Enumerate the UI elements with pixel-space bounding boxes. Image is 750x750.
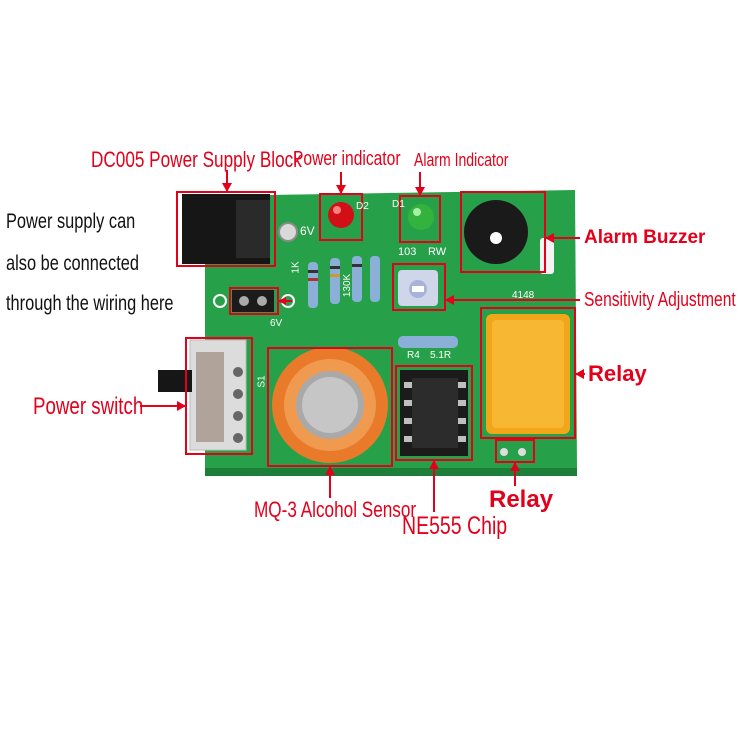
label-power-switch: Power switch bbox=[33, 393, 144, 420]
alarm-led bbox=[408, 204, 434, 230]
label-power-supply-note-1: Power supply can bbox=[6, 210, 136, 233]
silk-103: 103 bbox=[398, 246, 417, 258]
label-relay-bottom: Relay bbox=[489, 486, 554, 513]
power-led bbox=[328, 202, 354, 228]
label-sensitivity-adjustment: Sensitivity Adjustment bbox=[584, 289, 736, 311]
silk-6v: 6V bbox=[300, 224, 315, 238]
label-dc005-power-supply-block: DC005 Power Supply Block bbox=[91, 147, 302, 172]
label-relay-right: Relay bbox=[588, 361, 647, 386]
silk-d1: D1 bbox=[392, 199, 405, 210]
label-power-supply-note-2: also be connected bbox=[6, 252, 139, 275]
silk-r4: R4 bbox=[407, 350, 420, 361]
resistors bbox=[308, 256, 458, 348]
label-alarm-indicator: Alarm Indicator bbox=[414, 150, 509, 170]
silk-rw: RW bbox=[428, 246, 447, 258]
silk-r4-val: 5.1R bbox=[430, 350, 452, 361]
label-power-indicator: Power indicator bbox=[293, 148, 401, 170]
silk-4148: 4148 bbox=[512, 290, 535, 301]
label-mq3-alcohol-sensor: MQ-3 Alcohol Sensor bbox=[254, 497, 417, 522]
label-power-supply-note-3: through the wiring here bbox=[6, 292, 174, 315]
silk-1k: 1K bbox=[290, 261, 302, 274]
label-ne555-chip: NE555 Chip bbox=[402, 512, 508, 540]
silk-d2: D2 bbox=[356, 201, 369, 212]
arrow-heads bbox=[177, 183, 584, 475]
pcb-shadow bbox=[205, 468, 577, 476]
silk-6v-small: 6V bbox=[270, 318, 283, 329]
wire-terminal bbox=[232, 290, 274, 312]
silk-130k: 130K bbox=[342, 273, 354, 298]
label-alarm-buzzer: Alarm Buzzer bbox=[584, 227, 706, 248]
silk-s1: S1 bbox=[256, 375, 268, 388]
mounting-hole bbox=[278, 222, 298, 242]
